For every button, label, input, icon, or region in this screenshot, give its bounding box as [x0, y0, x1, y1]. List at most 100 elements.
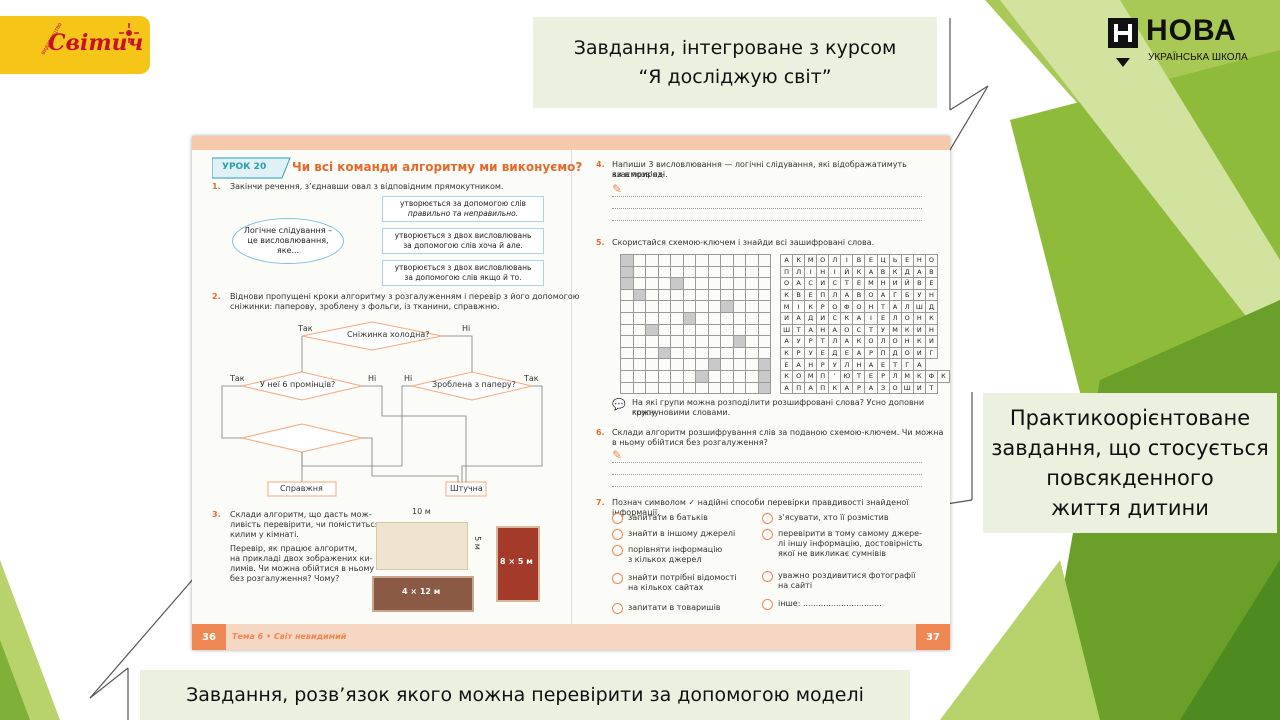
- task1-rect-2-line2: за допомогою слів хоча й але.: [403, 241, 523, 250]
- option-checkbox[interactable]: [612, 573, 623, 584]
- key-grid-cell: [682, 323, 696, 337]
- key-grid-cell: [632, 381, 646, 395]
- letter-cell: К: [792, 254, 806, 267]
- task1-oval-line2: це висловлювання,: [247, 236, 329, 245]
- key-grid-cell: [682, 381, 696, 395]
- key-grid-cell: [732, 254, 746, 267]
- letter-cell: Л: [888, 369, 902, 383]
- key-grid-cell: [732, 358, 746, 371]
- option-left-5: запитати в товаришів: [628, 603, 721, 612]
- key-grid-cell: [645, 254, 659, 267]
- key-grid-cell: [670, 254, 684, 267]
- letter-cell: А: [852, 311, 866, 325]
- letter-cell: К: [852, 265, 866, 279]
- letter-cell: К: [779, 346, 794, 360]
- option-checkbox[interactable]: [612, 529, 623, 540]
- option-checkbox[interactable]: [612, 513, 623, 524]
- key-grid-cell: [632, 254, 646, 267]
- letter-cell: Ф: [840, 300, 854, 313]
- letter-cell: Т: [816, 335, 830, 348]
- green-shape-left-dark: [0, 640, 30, 720]
- letter-cell: А: [864, 265, 878, 279]
- letter-cell: У: [876, 323, 890, 337]
- option-checkbox[interactable]: [762, 513, 773, 524]
- key-grid-cell: [670, 323, 684, 337]
- task6-answer-line: [612, 462, 922, 463]
- task5-number: 5.: [596, 238, 605, 247]
- task6-text-line2: в ньому обійтися без розгалуження?: [612, 438, 768, 447]
- letter-cell: К: [900, 323, 914, 337]
- option-checkbox[interactable]: [612, 603, 623, 614]
- letter-cell: Й: [900, 277, 914, 290]
- option-checkbox[interactable]: [762, 599, 773, 610]
- letter-cell: В: [852, 288, 866, 302]
- key-grid-cell: [720, 346, 734, 360]
- key-grid-cell: [695, 381, 709, 395]
- letter-cell: Н: [924, 323, 938, 337]
- letter-cell: К: [924, 311, 938, 325]
- key-grid-cell: [682, 346, 696, 360]
- letter-cell: М: [864, 277, 878, 290]
- letter-cell: К: [779, 369, 794, 383]
- callout-integrated-line2: “Я досліджую світ”: [638, 65, 832, 88]
- letter-cell: У: [804, 346, 818, 360]
- callout-practical-line4: життя дитини: [1051, 496, 1209, 520]
- key-grid-cell: [707, 254, 721, 267]
- task3-text-line4: Перевір, як працює алгоритм,: [230, 544, 358, 553]
- letter-cell: И: [912, 346, 926, 360]
- task7-number: 7.: [596, 498, 605, 507]
- lesson-title: Чи всі команди алгоритму ми виконуємо?: [292, 160, 583, 174]
- key-grid-cell: [645, 358, 659, 371]
- key-grid-cell: [670, 369, 684, 383]
- task1-oval: Логічне слідування – це висловлювання, я…: [232, 218, 344, 264]
- letter-cell: Ш: [912, 300, 926, 313]
- key-grid-cell: [732, 346, 746, 360]
- key-grid-cell: [707, 323, 721, 337]
- letter-cell: И: [816, 277, 830, 290]
- publisher-logo: видавництво Світич: [0, 16, 150, 74]
- nus-logo-subtitle: УКРАЇНСЬКА ШКОЛА: [1148, 52, 1248, 63]
- letter-cell: А: [792, 277, 806, 290]
- key-grid-cell: [695, 254, 709, 267]
- option-checkbox[interactable]: [612, 545, 623, 556]
- flowchart: [221, 321, 543, 497]
- letter-cell: Б: [900, 288, 914, 302]
- letter-cell: М: [900, 369, 914, 383]
- lesson-tab: [212, 157, 291, 179]
- option-right-2-line2: лі іншу інформацію, достовірність: [778, 539, 923, 548]
- letter-cell: С: [828, 277, 842, 290]
- key-grid-cell: [632, 300, 646, 313]
- letter-cell: Л: [828, 335, 842, 348]
- option-left-1: запитати в батьків: [628, 513, 708, 522]
- key-grid-cell: [657, 254, 671, 267]
- option-right-3-line2: на сайті: [778, 581, 813, 590]
- letter-cell: Е: [816, 346, 830, 360]
- letter-cell: І: [804, 265, 818, 279]
- key-grid-cell: [720, 358, 734, 371]
- key-grid-cell: [757, 277, 771, 290]
- no-label-top: Ні: [462, 324, 471, 333]
- letter-cell: Т: [888, 358, 902, 371]
- key-grid-cell: [645, 381, 659, 395]
- callout-model-text: Завдання, розв’язок якого можна перевіри…: [186, 684, 864, 706]
- key-grid-cell: [757, 323, 771, 337]
- key-grid-cell: [745, 346, 759, 360]
- key-grid-cell: [632, 277, 646, 290]
- key-grid-cell: [707, 288, 721, 302]
- key-grid-cell: [707, 358, 721, 371]
- letter-cell: М: [779, 300, 794, 313]
- letter-cell: Р: [876, 369, 890, 383]
- option-checkbox[interactable]: [762, 571, 773, 582]
- nus-logo-mark: [1108, 18, 1138, 48]
- output-left-label: Справжня: [280, 484, 323, 493]
- key-grid-cell: [732, 381, 746, 395]
- letter-cell: Л: [876, 335, 890, 348]
- letter-cell: Р: [852, 381, 866, 395]
- letter-cell: П: [792, 381, 806, 395]
- yes-label-right: Так: [524, 374, 539, 383]
- key-grid-cell: [720, 254, 734, 267]
- key-grid-cell: [645, 323, 659, 337]
- key-grid-cell: [657, 277, 671, 290]
- option-checkbox[interactable]: [762, 529, 773, 540]
